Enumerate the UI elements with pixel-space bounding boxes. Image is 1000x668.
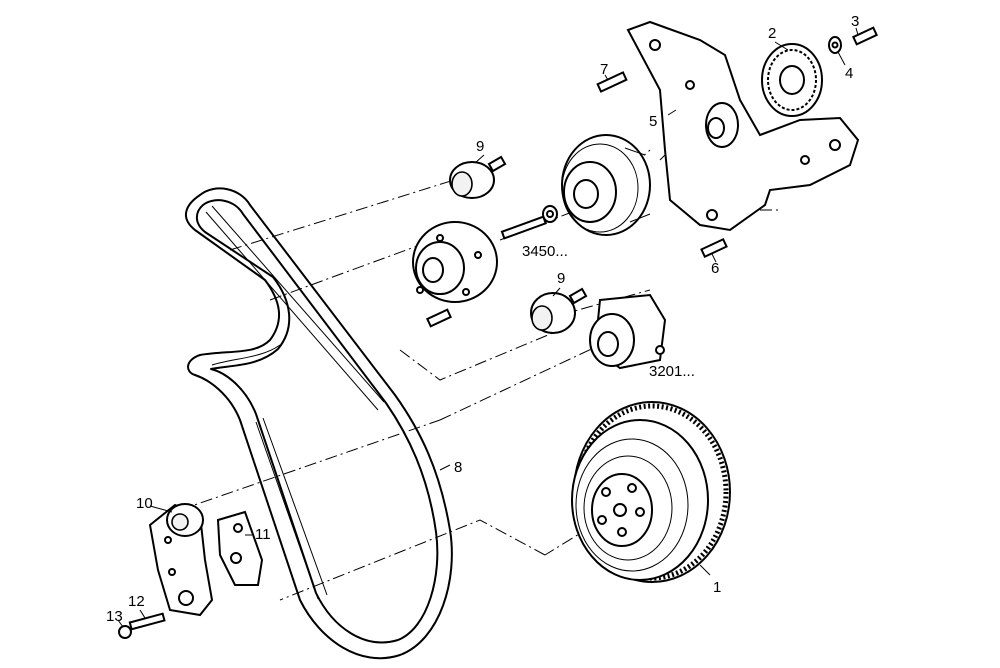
callout-3201: 3201... bbox=[649, 363, 695, 380]
callout-12: 12 bbox=[128, 593, 145, 610]
bolt-7 bbox=[596, 71, 628, 93]
pulley-hub-flange bbox=[412, 221, 498, 303]
water-pump-coupling bbox=[589, 293, 667, 370]
callout-9-upper: 9 bbox=[476, 138, 484, 155]
tensioner-pulley bbox=[761, 43, 823, 117]
callout-1: 1 bbox=[713, 579, 721, 596]
leader-lines bbox=[117, 27, 859, 628]
callout-labels: 1 2 3 4 5 6 7 8 9 9 10 11 12 13 3450... … bbox=[106, 13, 859, 625]
bolt-6 bbox=[700, 237, 728, 259]
serpentine-belt bbox=[185, 187, 453, 660]
rubber-mount-upper bbox=[449, 155, 507, 199]
pulley-bolt bbox=[500, 205, 558, 240]
callout-7: 7 bbox=[600, 61, 608, 78]
lower-tensioner-arm bbox=[148, 503, 214, 617]
small-bolt bbox=[426, 308, 452, 328]
nut-13 bbox=[118, 625, 132, 639]
lower-bracket bbox=[216, 510, 264, 586]
bolt-12 bbox=[128, 612, 166, 631]
bolt-3 bbox=[852, 26, 878, 46]
callout-8: 8 bbox=[454, 459, 462, 476]
callout-5: 5 bbox=[649, 113, 657, 130]
crankshaft-damper-pulley bbox=[571, 401, 731, 583]
callout-3450: 3450... bbox=[522, 243, 568, 260]
callout-4: 4 bbox=[845, 65, 853, 82]
tensioner-bracket bbox=[626, 20, 860, 232]
callout-9-lower: 9 bbox=[557, 270, 565, 287]
callout-13: 13 bbox=[106, 608, 123, 625]
callout-11: 11 bbox=[255, 526, 271, 543]
callout-2: 2 bbox=[768, 25, 776, 42]
callout-6: 6 bbox=[711, 260, 719, 277]
washer bbox=[828, 36, 842, 54]
callout-10: 10 bbox=[136, 495, 153, 512]
callout-3: 3 bbox=[851, 13, 859, 30]
rubber-mount-lower bbox=[530, 287, 588, 334]
idler-pulley-large bbox=[561, 134, 651, 236]
